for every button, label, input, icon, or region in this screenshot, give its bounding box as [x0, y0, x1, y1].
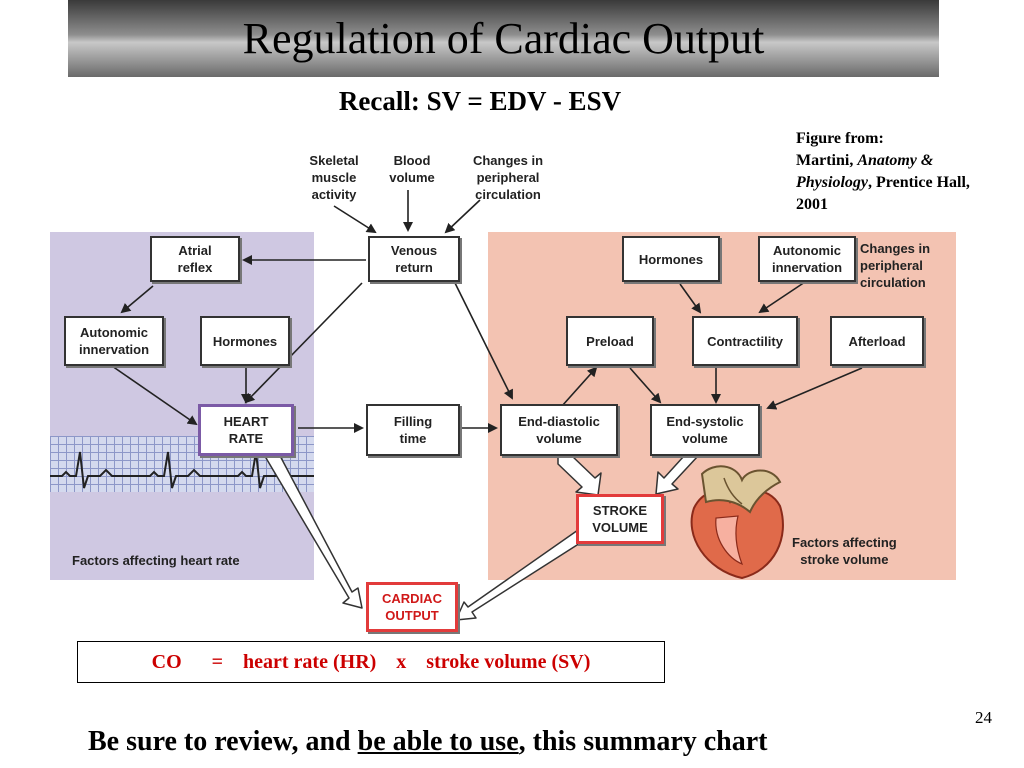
heart-rate-box: HEART RATE — [198, 404, 294, 456]
preload-box: Preload — [566, 316, 654, 366]
blood-volume-label: Blood volume — [389, 153, 435, 185]
footer-underlined: be able to use — [357, 726, 519, 757]
credit-book: Anatomy & Physiology — [796, 152, 934, 191]
filling-time-box: Filling time — [366, 404, 460, 456]
figure-credit: Figure from: Martini, Anatomy & Physiolo… — [796, 128, 986, 216]
hormones-right-box: Hormones — [622, 236, 720, 282]
heart-illustration-icon — [690, 465, 784, 580]
peripheral-right-label: Changes in peripheral circulation — [860, 241, 931, 290]
peripheral-top-label: Changes in peripheral circulation — [472, 153, 544, 202]
afterload-box: Afterload — [830, 316, 924, 366]
factors-stroke-volume-label: Factors affecting stroke volume — [792, 535, 897, 567]
title-bar: Regulation of Cardiac Output — [68, 0, 939, 77]
credit-rest: , Prentice Hall, 2001 — [796, 174, 970, 213]
footer-note: Be sure to review, and be able to use, t… — [88, 726, 768, 758]
footer-after: , this summary chart — [518, 726, 768, 757]
end-systolic-box: End-systolic volume — [650, 404, 760, 456]
factors-heart-rate-label: Factors affecting heart rate — [72, 553, 240, 568]
credit-prefix: Figure from: — [796, 130, 884, 147]
cardiac-output-box: CARDIAC OUTPUT — [366, 582, 458, 632]
venous-return-box: Venous return — [368, 236, 460, 282]
ecg-trace-icon — [50, 451, 314, 489]
page-number: 24 — [975, 708, 992, 727]
credit-author: Martini, — [796, 152, 858, 169]
skeletal-muscle-label: Skeletal muscle activity — [309, 153, 359, 202]
atrial-reflex-box: Atrial reflex — [150, 236, 240, 282]
footer-before: Be sure to review, and — [88, 726, 358, 757]
contractility-box: Contractility — [692, 316, 798, 366]
formula-box: CO = heart rate (HR) x stroke volume (SV… — [77, 641, 665, 683]
autonomic-right-box: Autonomic innervation — [758, 236, 856, 282]
slide-subtitle: Recall: SV = EDV - ESV — [338, 86, 622, 116]
hormones-left-box: Hormones — [200, 316, 290, 366]
autonomic-left-box: Autonomic innervation — [64, 316, 164, 366]
slide-title: Regulation of Cardiac Output — [242, 14, 765, 63]
end-diastolic-box: End-diastolic volume — [500, 404, 618, 456]
stroke-volume-box: STROKE VOLUME — [576, 494, 664, 544]
